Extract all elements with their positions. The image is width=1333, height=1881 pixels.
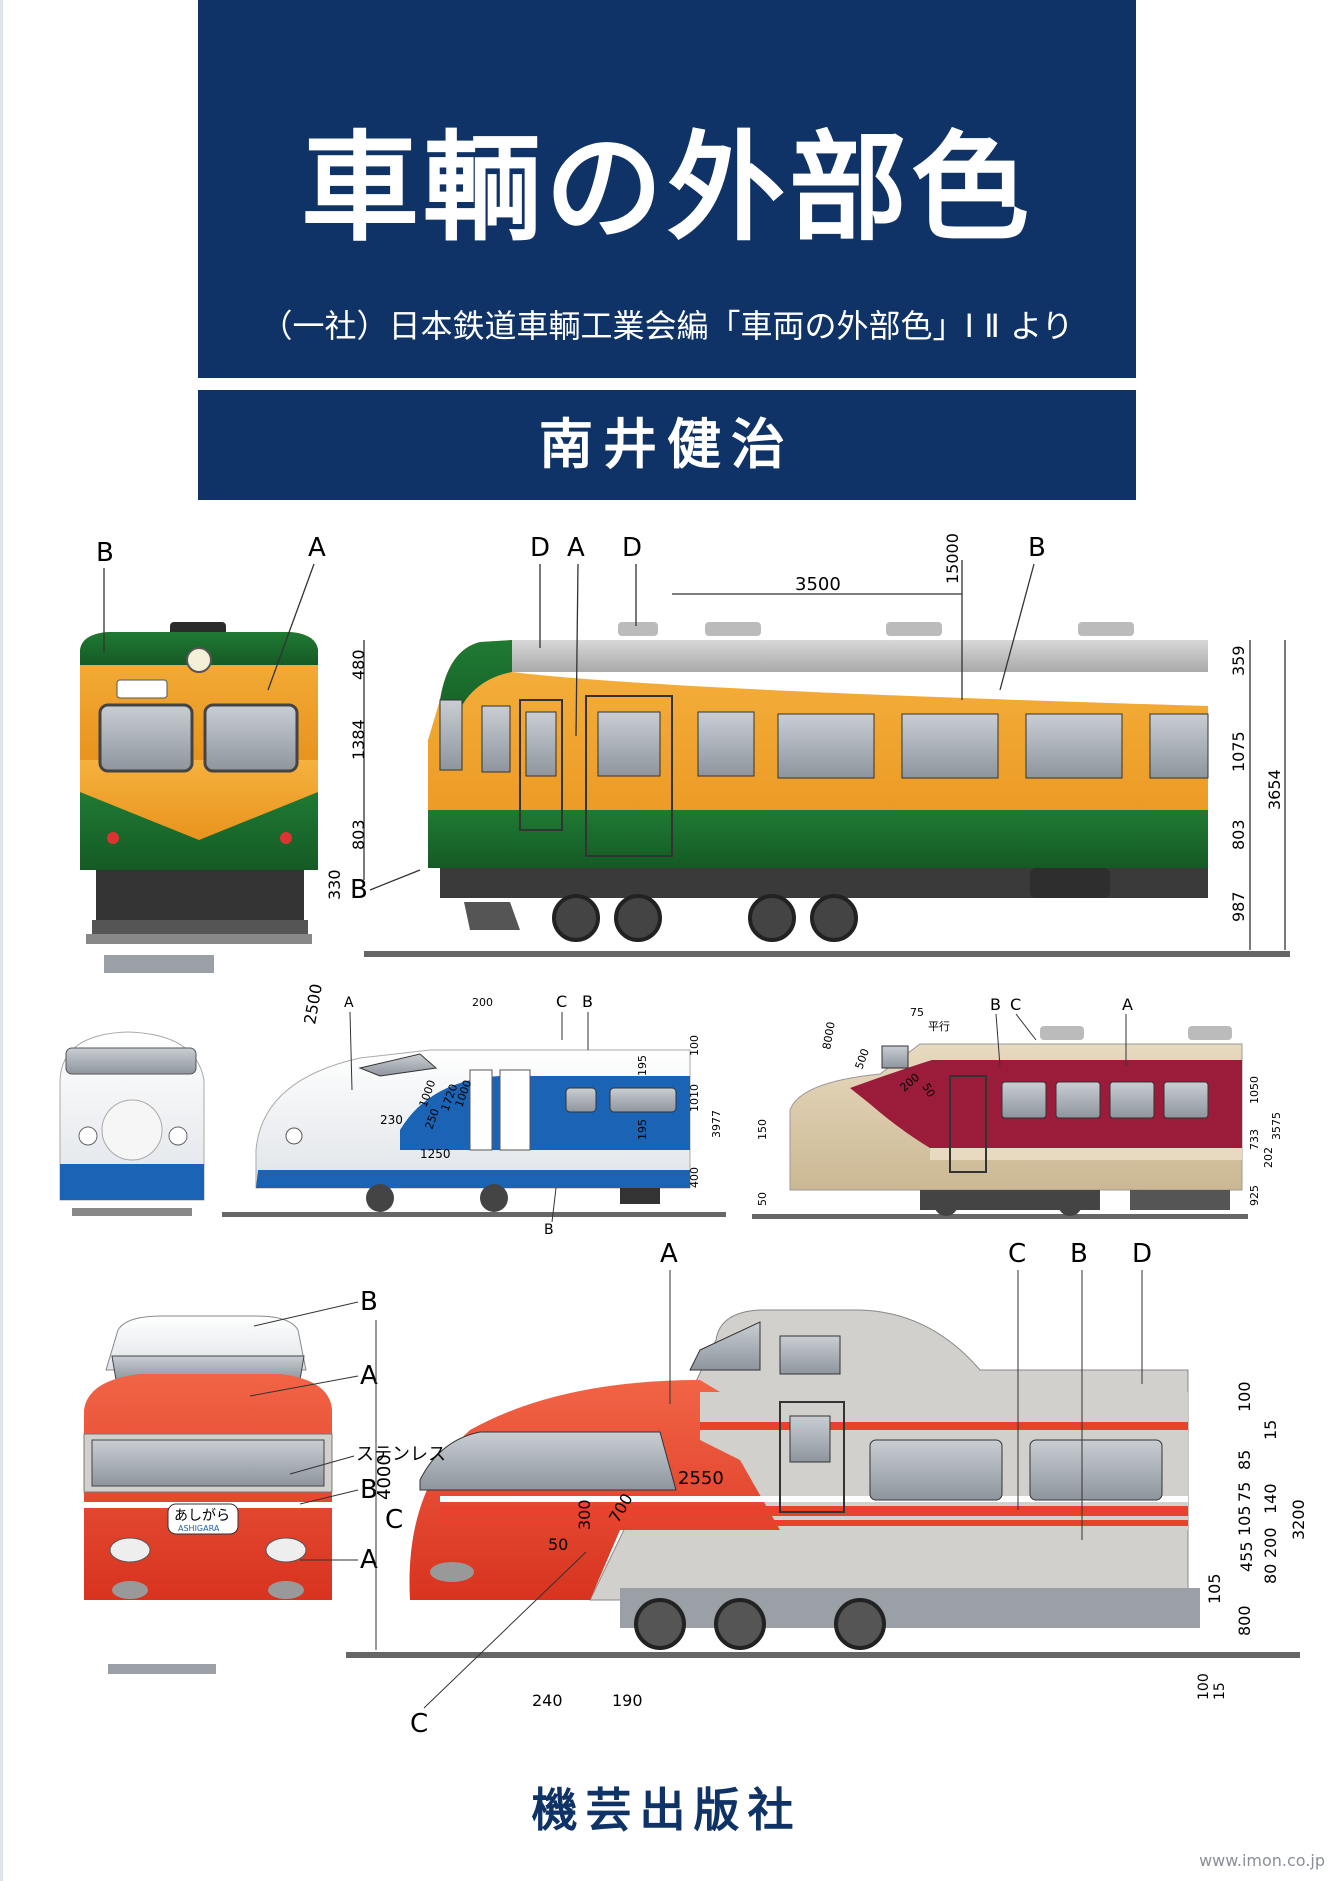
book-title: 車輌の外部色 — [300, 119, 1033, 257]
romancecar-label-c-front: C — [385, 1505, 403, 1535]
publisher-name: 機芸出版社 — [531, 1783, 802, 1837]
romancecar-dim-455: 455 — [1237, 1541, 1256, 1572]
express-dim-3575: 3575 — [1270, 1112, 1283, 1140]
headsign-kana: あしがら — [174, 1508, 230, 1524]
romancecar-dim-2550: 2550 — [678, 1468, 724, 1489]
author-panel: 南井健治 — [198, 390, 1136, 500]
romancecar-dim-800: 800 — [1235, 1605, 1254, 1636]
shinkansen-dim-200: 200 — [472, 996, 493, 1009]
shinkansen-dim-230: 230 — [380, 1113, 403, 1127]
express-dim-925: 925 — [1248, 1185, 1261, 1206]
romancecar-label-a-front: A — [360, 1361, 378, 1391]
romancecar-dim-200: 200 — [1261, 1527, 1280, 1558]
express-dim-500: 500 — [853, 1047, 872, 1071]
romancecar-label-c-side: C — [1008, 1239, 1026, 1269]
shinkansen-dim-100: 100 — [688, 1035, 701, 1056]
shonan-dim-330: 330 — [325, 869, 344, 900]
watermark: www.imon.co.jp — [1199, 1851, 1325, 1870]
shonan-label-b-front: B — [96, 538, 114, 568]
shinkansen-dim-1010: 1010 — [688, 1084, 701, 1112]
shonan-front-view — [80, 622, 318, 973]
shonan-dim-803-side: 803 — [1229, 819, 1248, 850]
romancecar-dim-100: 100 — [1235, 1381, 1254, 1412]
romancecar-dim-75: 75 — [1235, 1482, 1254, 1502]
romancecar-label-a-front-low: A — [360, 1545, 378, 1575]
shonan-label-d-right: D — [622, 533, 642, 563]
shonan-dim-15000: 15000 — [943, 533, 962, 584]
shinkansen-label-b: B — [582, 992, 593, 1011]
shinkansen-dim-400: 400 — [688, 1167, 701, 1188]
shonan-label-d-left: D — [530, 533, 550, 563]
romancecar-dim-15-bottom: 15 — [1212, 1682, 1228, 1700]
shonan-dim-359: 359 — [1229, 645, 1248, 676]
express-dim-75: 75 — [910, 1006, 924, 1019]
title-panel: 車輌の外部色 （一社）日本鉄道車輌工業会編「車両の外部色」Ⅰ Ⅱ より — [198, 0, 1136, 378]
romancecar-dim-100-bottom: 100 — [1196, 1673, 1212, 1700]
romancecar-label-b-side: B — [1070, 1239, 1088, 1269]
shonan-dim-803: 803 — [349, 819, 368, 850]
romancecar-dim-15: 15 — [1261, 1420, 1280, 1440]
shinkansen-label-c: C — [556, 992, 567, 1011]
express-label-b: B — [990, 995, 1001, 1014]
shinkansen-label-a: A — [344, 995, 354, 1011]
romancecar-dim-85: 85 — [1235, 1450, 1254, 1470]
express-dim-150: 150 — [756, 1119, 769, 1140]
shinkansen-dim-195: 195 — [636, 1055, 649, 1076]
romancecar-label-c-bottom: C — [410, 1709, 428, 1739]
express-dim-8000: 8000 — [820, 1021, 838, 1051]
romancecar-dim-140: 140 — [1261, 1483, 1280, 1514]
shinkansen-dim-195-lower: 195 — [636, 1119, 649, 1140]
shonan-dim-987: 987 — [1229, 891, 1248, 922]
romancecar-dim-240: 240 — [532, 1691, 563, 1710]
romancecar-front-view: あしがら ASHIGARA — [83, 1315, 333, 1674]
romancecar-dim-105: 105 — [1235, 1505, 1254, 1536]
shinkansen-dim-3977: 3977 — [710, 1110, 723, 1138]
romancecar-label-b-front-mid: B — [360, 1475, 378, 1505]
romancecar-dim-105-lower: 105 — [1205, 1573, 1224, 1604]
shonan-label-b-side: B — [1028, 533, 1046, 563]
shinkansen-label-b-bottom: B — [544, 1222, 554, 1238]
shonan-dim-480: 480 — [349, 649, 368, 680]
shonan-label-a-front: A — [308, 533, 326, 563]
romancecar-label-stainless: ステンレス — [356, 1444, 446, 1465]
express-label-c: C — [1010, 995, 1021, 1014]
figure-shinkansen: A C B B 200 100 195 1010 195 400 3977 23… — [59, 992, 726, 1238]
shonan-dim-3500: 3500 — [795, 574, 841, 595]
shonan-dim-1384: 1384 — [349, 719, 368, 760]
romancecar-label-d-side: D — [1132, 1239, 1152, 1269]
shonan-dim-1075: 1075 — [1229, 731, 1248, 772]
figure-shonan-emu: B A D A D B B 3500 15000 480 1384 803 33… — [80, 533, 1290, 1026]
shonan-dim-2500: 2500 — [300, 982, 326, 1025]
express-dim-202: 202 — [1262, 1147, 1275, 1168]
romancecar-dim-50: 50 — [548, 1535, 568, 1554]
romancecar-label-a-side: A — [660, 1239, 678, 1269]
figure-limited-express: B C A 8000 75 平行 500 50 200 1050 733 202… — [752, 995, 1283, 1219]
express-dim-50-lower: 50 — [756, 1192, 769, 1206]
express-parallel: 平行 — [928, 1020, 950, 1033]
page-edge — [0, 0, 3, 1881]
express-dim-1050: 1050 — [1248, 1076, 1261, 1104]
shinkansen-front-view — [59, 1031, 205, 1216]
shonan-side-view — [364, 622, 1290, 957]
express-dim-733: 733 — [1248, 1129, 1261, 1150]
express-dim-50: 50 — [919, 1081, 937, 1100]
book-subtitle: （一社）日本鉄道車輌工業会編「車両の外部色」Ⅰ Ⅱ より — [260, 307, 1074, 345]
romancecar-dim-3200: 3200 — [1289, 1499, 1308, 1540]
romancecar-dim-4000: 4000 — [374, 1454, 395, 1500]
figure-romancecar: あしがら ASHIGARA — [83, 1239, 1308, 1739]
romancecar-side-view — [346, 1309, 1300, 1658]
romancecar-dim-300: 300 — [575, 1499, 594, 1530]
shinkansen-side-view — [222, 1049, 726, 1217]
book-author: 南井健治 — [539, 413, 795, 476]
romancecar-label-b-front-top: B — [360, 1287, 378, 1317]
romancecar-dim-80: 80 — [1261, 1564, 1280, 1584]
shonan-label-a-side: A — [567, 533, 585, 563]
express-label-a: A — [1122, 995, 1133, 1014]
romancecar-dim-190: 190 — [612, 1691, 643, 1710]
shonan-label-b-skirt: B — [350, 875, 368, 905]
shonan-dim-3654: 3654 — [1265, 769, 1284, 810]
shinkansen-dim-1250: 1250 — [420, 1147, 451, 1161]
headsign-roman: ASHIGARA — [178, 1524, 220, 1533]
